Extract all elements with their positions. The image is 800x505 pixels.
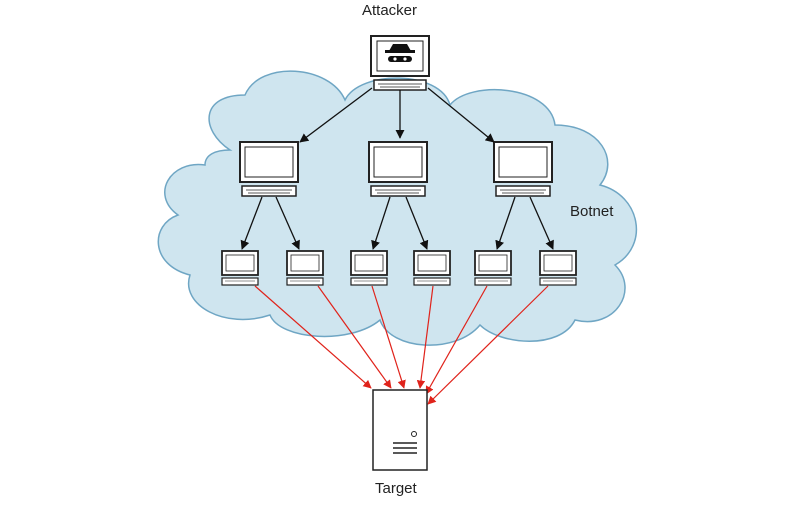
bot-small-2	[286, 250, 324, 286]
command-arrows	[240, 87, 554, 250]
bot-small-4	[413, 250, 451, 286]
target-server	[372, 389, 428, 471]
bot-computer-right	[493, 141, 553, 197]
bot-small-5	[474, 250, 512, 286]
bot-small-1	[221, 250, 259, 286]
botnet-label: Botnet	[570, 203, 614, 220]
botnet-cloud	[157, 70, 638, 346]
bot-computer-left	[239, 141, 299, 197]
bot-computer-center	[368, 141, 428, 197]
attacker-label: Attacker	[362, 2, 418, 19]
hat-mask-icon	[385, 44, 415, 62]
bot-small-3	[350, 250, 388, 286]
attack-arrows	[254, 285, 549, 405]
bot-small-6	[539, 250, 577, 286]
target-label: Target	[375, 480, 417, 497]
